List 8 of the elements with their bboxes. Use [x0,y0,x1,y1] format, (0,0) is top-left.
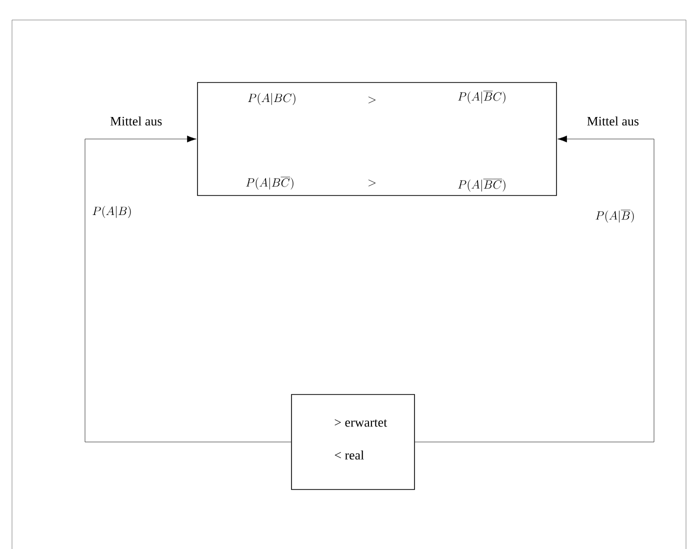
process-box: $P(A|BC)$ $>$ $P(A|\overline{B}C)$ $P(A|B\overline{C})$ $>$ $P(A|\overline{B}\overline{C})$ [197,82,557,196]
arrow [414,136,654,442]
arrow [84,136,292,442]
process-box: > erwartet < real [291,394,415,490]
probability-label: $P(A|B)$ [92,206,131,218]
edge-label: Mittel aus [587,116,639,126]
probability-label: $P(A|\overline{B})$ [596,210,634,223]
edge-label: Mittel aus [110,116,162,126]
